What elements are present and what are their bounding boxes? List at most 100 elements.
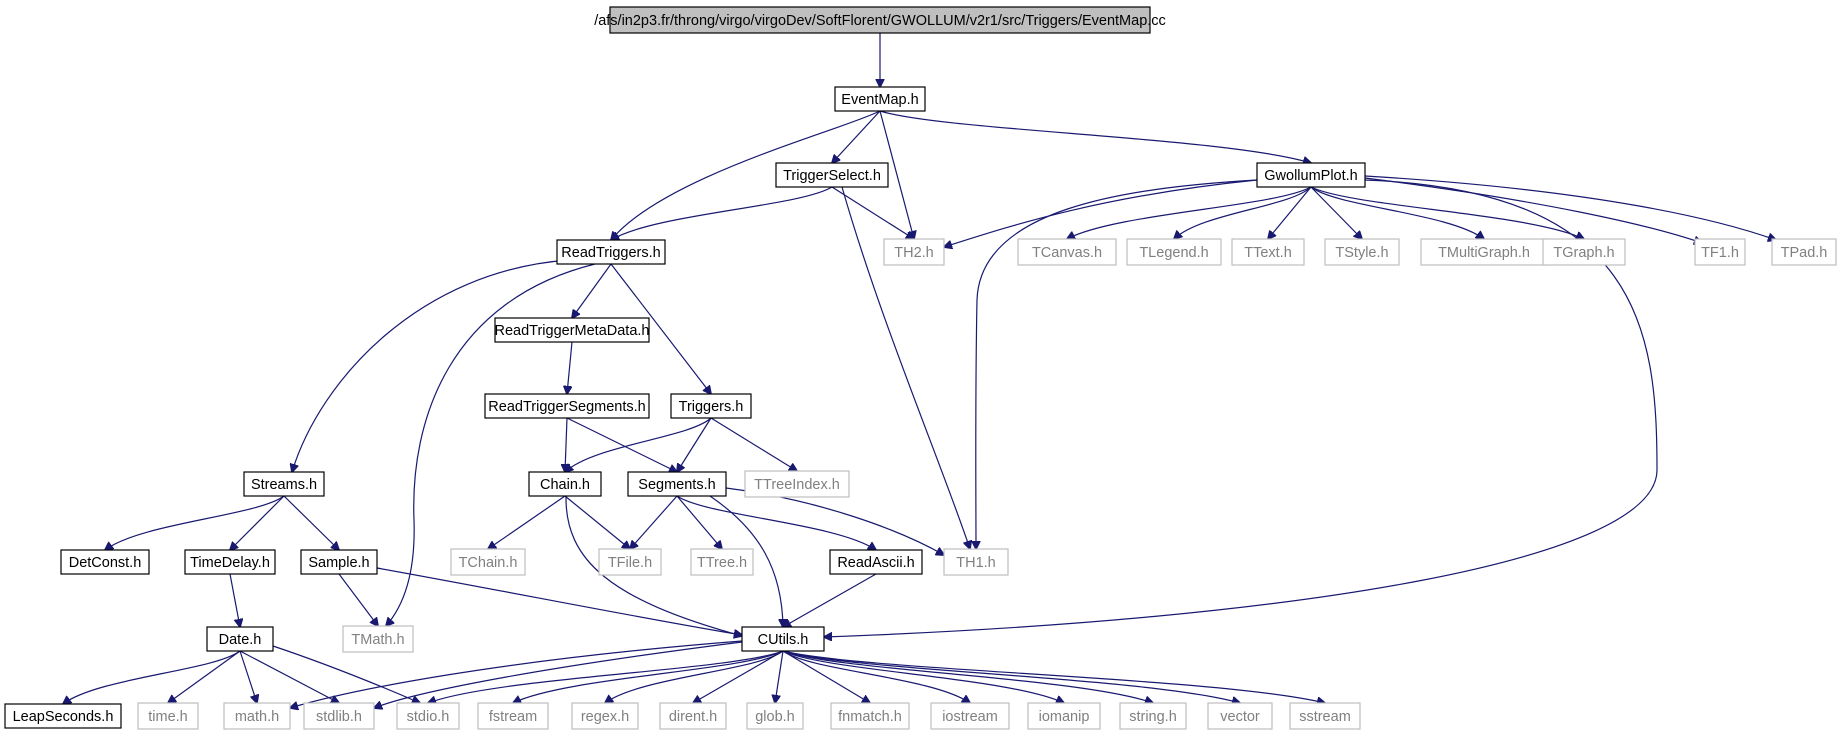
nodes-layer: /afs/in2p3.fr/throng/virgo/virgoDev/Soft…: [4, 6, 1837, 730]
edge-gwollumplot-to-th2: [944, 179, 1258, 247]
edge-readtriggers-to-tmath: [386, 263, 596, 626]
node-label-ttext: TText.h: [1244, 245, 1292, 261]
node-iomanip: iomanip: [1027, 702, 1101, 730]
node-box-triggers[interactable]: [670, 393, 752, 419]
node-box-readtriggers[interactable]: [556, 239, 666, 265]
edge-streams-to-sample: [283, 495, 339, 550]
node-readascii[interactable]: ReadAscii.h: [829, 549, 923, 575]
edge-eventmap-to-readtriggers: [611, 110, 881, 240]
node-box-readascii[interactable]: [829, 549, 923, 575]
node-label-streams: Streams.h: [251, 477, 317, 493]
node-box-time: [137, 702, 199, 730]
node-label-tchain: TChain.h: [459, 555, 518, 571]
node-box-stdio: [396, 702, 460, 730]
node-stdio: stdio.h: [396, 702, 460, 730]
node-dirent: dirent.h: [659, 702, 727, 730]
node-box-chain[interactable]: [528, 471, 602, 497]
node-label-leapseconds: LeapSeconds.h: [13, 709, 114, 725]
node-leapseconds[interactable]: LeapSeconds.h: [4, 703, 122, 729]
node-label-tgraph: TGraph.h: [1553, 245, 1614, 261]
node-date[interactable]: Date.h: [206, 626, 274, 652]
node-box-tstyle: [1324, 238, 1400, 266]
node-cutils[interactable]: CUtils.h: [741, 626, 825, 652]
node-ttext: TText.h: [1231, 238, 1305, 266]
node-label-segments: Segments.h: [638, 477, 715, 493]
node-box-gwollumplot[interactable]: [1256, 162, 1366, 188]
node-box-streams[interactable]: [243, 471, 325, 497]
node-streams[interactable]: Streams.h: [243, 471, 325, 497]
edge-streams-to-detconst: [105, 495, 285, 550]
edge-cutils-to-iomanip: [782, 650, 1064, 703]
edge-segments-to-th1: [725, 487, 944, 555]
node-fnmatch: fnmatch.h: [830, 702, 910, 730]
node-box-cutils[interactable]: [741, 626, 825, 652]
node-timedelay[interactable]: TimeDelay.h: [184, 549, 276, 575]
node-box-stdlib: [303, 702, 375, 730]
edge-readtriggermetadata-to-readtriggersegments: [567, 341, 573, 394]
node-box-segments[interactable]: [627, 471, 727, 497]
node-box-iostream: [930, 702, 1010, 730]
node-th1: TH1.h: [943, 548, 1009, 576]
node-tmultigraph: TMultiGraph.h: [1420, 238, 1548, 266]
node-label-th1: TH1.h: [956, 555, 996, 571]
node-label-tmath: TMath.h: [351, 632, 404, 648]
node-box-leapseconds[interactable]: [4, 703, 122, 729]
node-label-regex: regex.h: [581, 709, 629, 725]
node-label-vector: vector: [1220, 709, 1260, 725]
node-box-root[interactable]: [609, 6, 1151, 34]
edge-chain-to-tchain: [488, 495, 566, 549]
node-box-readtriggersegments[interactable]: [484, 393, 650, 419]
node-gwollumplot[interactable]: GwollumPlot.h: [1256, 162, 1366, 188]
node-box-ttreeindex: [744, 470, 850, 498]
edge-chain-to-cutils: [565, 495, 742, 636]
node-box-detconst[interactable]: [60, 549, 150, 575]
node-detconst[interactable]: DetConst.h: [60, 549, 150, 575]
node-box-iomanip: [1027, 702, 1101, 730]
edge-cutils-to-stdio: [428, 650, 784, 703]
edge-readtriggers-to-readtriggermetadata: [572, 263, 612, 318]
edge-gwollumplot-to-ttext: [1268, 186, 1312, 239]
node-label-readtriggers: ReadTriggers.h: [561, 245, 660, 261]
node-label-glob: glob.h: [755, 709, 795, 725]
node-box-fstream: [477, 702, 549, 730]
node-segments[interactable]: Segments.h: [627, 471, 727, 497]
node-label-sstream: sstream: [1299, 709, 1351, 725]
node-box-th2: [883, 238, 945, 266]
edge-chain-to-tfile: [564, 495, 630, 549]
node-label-stdlib: stdlib.h: [316, 709, 362, 725]
node-box-timedelay[interactable]: [184, 549, 276, 575]
node-readtriggersegments[interactable]: ReadTriggerSegments.h: [484, 393, 650, 419]
edge-cutils-to-iostream: [782, 650, 970, 703]
node-tgraph: TGraph.h: [1542, 238, 1626, 266]
node-tf1: TF1.h: [1694, 238, 1746, 266]
edges-layer: [63, 33, 1776, 708]
node-label-tf1: TF1.h: [1701, 245, 1739, 261]
node-label-fstream: fstream: [489, 709, 537, 725]
node-box-eventmap[interactable]: [834, 86, 926, 112]
node-triggerselect[interactable]: TriggerSelect.h: [775, 162, 889, 188]
node-triggers[interactable]: Triggers.h: [670, 393, 752, 419]
node-box-tmultigraph: [1420, 238, 1548, 266]
node-box-sample[interactable]: [300, 549, 378, 575]
node-box-readtriggermetadata[interactable]: [494, 317, 650, 343]
node-box-dirent: [659, 702, 727, 730]
node-tstyle: TStyle.h: [1324, 238, 1400, 266]
edge-date-to-math: [239, 650, 257, 703]
edge-date-to-stdlib: [239, 650, 339, 703]
node-eventmap[interactable]: EventMap.h: [834, 86, 926, 112]
node-readtriggers[interactable]: ReadTriggers.h: [556, 239, 666, 265]
node-box-date[interactable]: [206, 626, 274, 652]
edge-cutils-to-dirent: [693, 650, 784, 703]
node-label-triggers: Triggers.h: [679, 399, 744, 415]
node-chain[interactable]: Chain.h: [528, 471, 602, 497]
node-box-th1: [943, 548, 1009, 576]
edge-gwollumplot-to-tf1: [1364, 177, 1702, 243]
edge-eventmap-to-gwollumplot: [879, 110, 1311, 163]
edge-triggerselect-to-th1: [841, 186, 970, 549]
node-box-tpad: [1771, 238, 1837, 266]
node-sample[interactable]: Sample.h: [300, 549, 378, 575]
node-readtriggermetadata[interactable]: ReadTriggerMetaData.h: [494, 317, 650, 343]
node-iostream: iostream: [930, 702, 1010, 730]
node-root[interactable]: /afs/in2p3.fr/throng/virgo/virgoDev/Soft…: [594, 6, 1166, 34]
node-box-triggerselect[interactable]: [775, 162, 889, 188]
